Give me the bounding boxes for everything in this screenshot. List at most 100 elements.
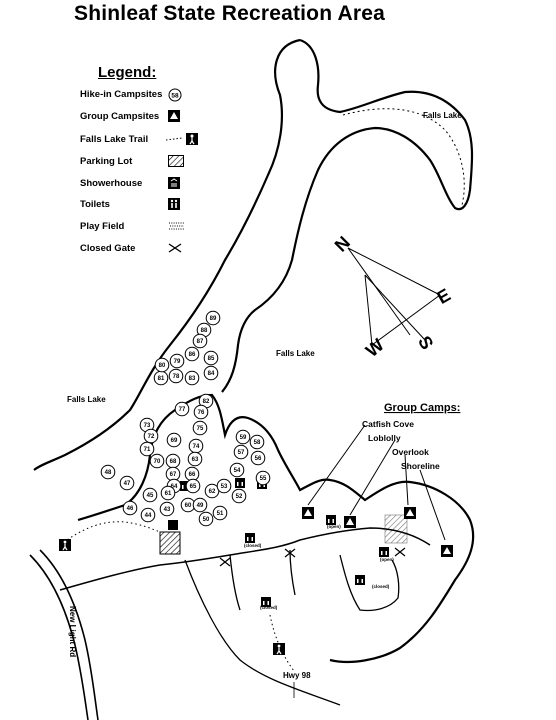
hike-in-campsite: 87 [192,333,208,349]
campsite-number: 75 [197,426,204,432]
road-park-entrance [59,527,431,591]
campsite-number: 56 [255,456,262,462]
group-camp-pointers [307,424,446,541]
campsite-number: 47 [124,481,131,487]
toilet-icon [379,547,389,557]
campsite-number: 82 [203,399,210,405]
hike-in-campsite: 85 [203,350,219,366]
campsite-icon: 58 [168,88,182,102]
hike-in-campsite: 70 [149,453,165,469]
hike-in-campsite: 76 [193,404,209,420]
campsite-number: 87 [197,339,204,345]
compass-s: S [414,332,437,352]
toilet-tag: (open) [327,524,341,529]
hike-in-campsite: 46 [122,500,138,516]
group-campsite-icon [344,516,356,528]
toilet-icon [245,533,255,543]
road-label-hwy-98: Hwy 98 [283,671,311,680]
legend-item-group-campsites: Group Campsites [80,110,180,124]
campsite-number: 59 [240,435,247,441]
hike-in-campsite: 86 [184,346,200,362]
hike-in-campsite: 52 [231,488,247,504]
campsite-number: 86 [189,352,196,358]
hike-in-campsite: 72 [143,428,159,444]
road-label-new-light-rd: New Light Rd [68,606,77,657]
hike-in-campsite: 68 [165,453,181,469]
campsite-number: 44 [145,513,152,519]
hike-in-campsite: 71 [139,441,155,457]
campsite-number: 83 [189,376,196,382]
hike-in-campsite: 79 [169,353,185,369]
legend-label: Showerhouse [80,178,143,189]
campsite-number: 84 [208,371,215,377]
hike-in-campsite: 77 [174,401,190,417]
campsite-number: 61 [165,491,172,497]
hiker-icon [166,133,198,145]
hike-in-campsite: 81 [153,370,169,386]
hike-in-campsite: 50 [198,511,214,527]
group-campsite-icon [441,545,453,557]
hike-in-campsite: 47 [119,475,135,491]
hike-in-campsite: 84 [203,365,219,381]
legend-label: Play Field [80,221,125,232]
showerhouse-icon [168,520,178,530]
campsite-number: 65 [190,484,197,490]
hike-in-campsite: 44 [140,507,156,523]
campsite-number: 80 [159,363,166,369]
campsite-number: 45 [147,493,154,499]
campsite-number: 72 [148,434,155,440]
campsite-number: 43 [164,507,171,513]
hike-in-campsite: 51 [212,505,228,521]
toilet-icon [261,597,271,607]
hike-in-campsite: 48 [100,464,116,480]
campsite-number: 74 [193,444,200,450]
campsite-number: 52 [236,494,243,500]
campsite-number: 55 [260,476,267,482]
campsite-number: 71 [144,447,151,453]
legend-item-trail: Falls Lake Trail [80,133,198,147]
toilet-tag: (open) [380,557,394,562]
toilet-tag: (closed) [244,543,262,548]
legend-item-play-field: Play Field [80,220,185,234]
campsite-number: 85 [208,356,215,362]
group-campsite-icon [302,507,314,519]
water-label-west: Falls Lake [67,395,106,404]
legend-item-toilets: Toilets [80,198,180,212]
hike-in-campsite: 53 [216,478,232,494]
hiker-icon [273,643,285,655]
hike-in-campsite: 66 [184,466,200,482]
closed-gate-icon [284,548,296,558]
campsite-number: 49 [197,503,204,509]
toilet-tag: (closed) [260,605,278,610]
group-campsite-icon [168,110,180,122]
campsite-number: 66 [189,472,196,478]
group-camp-shoreline: Shoreline [401,461,440,471]
campsite-number: 89 [210,316,217,322]
parking-lot [159,531,181,555]
water-label-center: Falls Lake [276,349,315,358]
campsite-number: 46 [127,506,134,512]
toilet-tag: (closed) [372,584,390,589]
hiker-icon [59,539,71,551]
campsite-number: 68 [170,459,177,465]
hike-in-campsite: 54 [229,462,245,478]
compass-e: E [433,285,453,308]
hike-in-campsite: 61 [160,485,176,501]
campsite-number: 67 [170,472,177,478]
water-label-north: Falls Lake [423,111,462,120]
road-new-light-rd [39,549,99,720]
hike-in-campsite: 88 [196,322,212,338]
hike-in-campsite: 58 [249,434,265,450]
campsite-number: 76 [198,410,205,416]
shoreline-north [221,38,474,393]
hike-in-campsite: 83 [184,370,200,386]
group-campsite-icon [404,507,416,519]
parking-lot-group-camps [384,514,408,544]
closed-gate-icon [219,557,231,567]
hike-in-campsite: 55 [255,470,271,486]
campsite-number: 79 [174,359,181,365]
hike-in-campsite: 63 [187,451,203,467]
campsite-number: 58 [254,440,261,446]
legend-campsite-number: 58 [171,93,179,100]
showerhouse-icon [168,177,180,189]
